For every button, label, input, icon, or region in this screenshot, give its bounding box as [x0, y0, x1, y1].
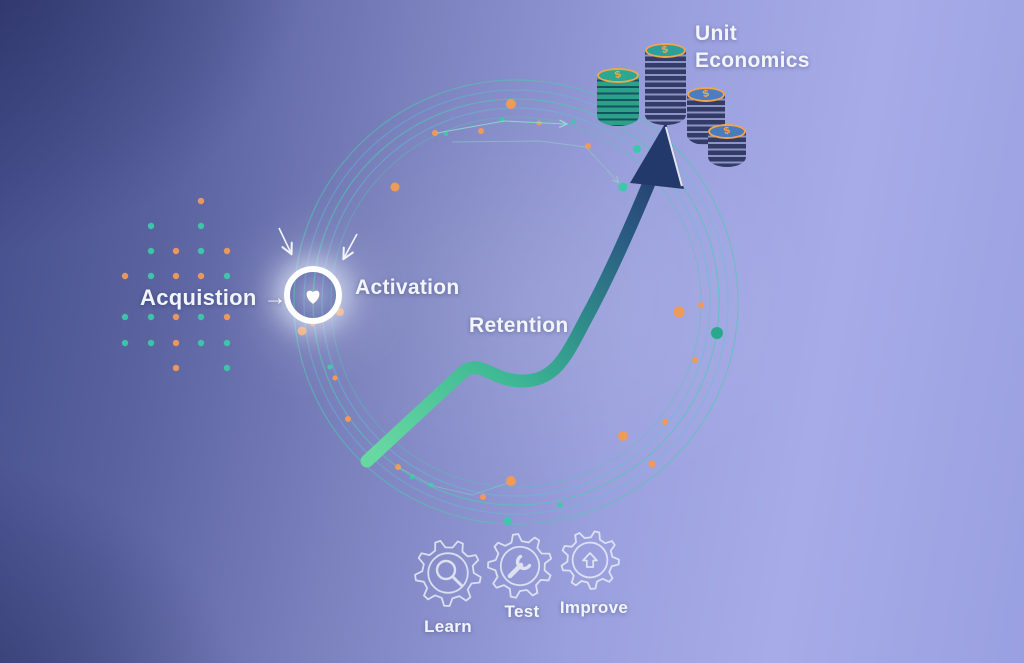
growth-arrowhead-icon — [630, 122, 684, 189]
coin-stack-tall: $ — [645, 43, 686, 125]
loop-dot — [504, 517, 512, 525]
gear-outline — [487, 533, 553, 599]
learn-label: Learn — [424, 617, 472, 636]
grid-dot — [147, 247, 155, 255]
loop-dot — [428, 482, 434, 488]
test-label: Test — [504, 602, 540, 621]
grid-dot — [172, 272, 180, 280]
grid-dot — [223, 272, 231, 280]
activation-label: Activation — [355, 276, 460, 299]
gear-rim — [427, 552, 469, 594]
gear-rim — [571, 541, 609, 579]
loop-dot — [432, 130, 438, 136]
grid-dot — [172, 247, 180, 255]
unit-economics-line2: Economics — [695, 49, 810, 72]
loop-dot — [585, 143, 591, 149]
coin-top-face: $ — [687, 87, 725, 102]
gear-teeth — [414, 539, 482, 607]
loop-dot — [327, 364, 333, 370]
inward-arrow-right-icon — [344, 233, 358, 258]
loop-dot — [698, 302, 704, 308]
loop-dot — [557, 502, 563, 508]
grid-dot — [172, 313, 180, 321]
loop-dot — [395, 464, 401, 470]
loop-dot — [409, 474, 415, 480]
acquisition-label: Acquistion→ — [140, 284, 287, 311]
dollar-icon: $ — [701, 88, 711, 101]
coin-stack-short: $ — [708, 124, 746, 167]
dot-grid — [121, 197, 231, 372]
loop-dot — [336, 308, 344, 316]
loop-dot — [480, 494, 486, 500]
flow-lines — [397, 121, 618, 496]
grid-dot — [223, 313, 231, 321]
loop-dot — [618, 182, 628, 192]
grid-dot — [147, 313, 155, 321]
activation-heart-badge — [284, 266, 342, 324]
coin-top-face: $ — [708, 124, 746, 139]
dollar-icon: $ — [722, 125, 732, 138]
arrowhead-highlight — [664, 126, 684, 187]
loop-dot — [633, 145, 641, 153]
grid-dot — [197, 272, 205, 280]
unit-economics-label: Unit Economics — [695, 20, 810, 74]
up-arrow-gear-icon — [560, 530, 620, 590]
grid-dot — [172, 339, 180, 347]
coin-stack-body — [645, 50, 686, 125]
heart-icon — [306, 290, 320, 304]
loop-dot — [618, 431, 628, 441]
gear-rim — [499, 545, 541, 587]
gear-outline — [560, 530, 620, 590]
loop-dot — [692, 357, 698, 363]
inward-arrows — [278, 227, 358, 258]
loop-dots — [297, 99, 723, 525]
grid-dot — [197, 313, 205, 321]
loop-dot — [478, 128, 484, 134]
retention-label: Retention — [469, 314, 569, 337]
coin-stack-body — [597, 75, 639, 126]
wrench-gear-icon — [487, 533, 553, 599]
loop-dot — [673, 306, 685, 318]
gear-outline — [414, 539, 482, 607]
coin-top-face: $ — [597, 68, 639, 83]
grid-dot — [223, 247, 231, 255]
grid-dot — [147, 339, 155, 347]
loop-dot — [571, 120, 575, 124]
loop-dot — [390, 182, 400, 192]
coin-top-face: $ — [645, 43, 686, 58]
inward-arrow-left-icon — [278, 227, 291, 253]
coin-stack-green: $ — [597, 68, 639, 126]
gear-teeth — [560, 530, 620, 590]
acquisition-text: Acquistion — [140, 285, 257, 310]
magnifier-gear-icon — [414, 539, 482, 607]
grid-dot — [197, 247, 205, 255]
grid-dot — [172, 364, 180, 372]
loop-dot — [506, 476, 516, 486]
loop-dot — [711, 327, 723, 339]
gear-teeth — [487, 533, 553, 599]
right-arrow-glyph: → — [263, 284, 287, 310]
growth-curve — [360, 176, 656, 468]
grid-dot — [197, 222, 205, 230]
loop-dot — [506, 99, 516, 109]
grid-dot — [197, 197, 205, 205]
grid-dot — [121, 313, 129, 321]
unit-economics-line1: Unit — [695, 22, 738, 45]
loop-dot — [345, 416, 351, 422]
loop-dot — [648, 460, 656, 468]
loop-dot — [332, 375, 338, 381]
grid-dot — [121, 339, 129, 347]
grid-dot — [197, 339, 205, 347]
dollar-icon: $ — [613, 69, 623, 82]
loop-dot — [444, 132, 448, 136]
grid-dot — [121, 272, 129, 280]
loop-dot — [297, 326, 307, 336]
grid-dot — [147, 272, 155, 280]
grid-dot — [223, 339, 231, 347]
grid-dot — [223, 364, 231, 372]
grid-dot — [147, 222, 155, 230]
dollar-icon: $ — [661, 44, 670, 57]
loop-dot — [662, 419, 668, 425]
improve-label: Improve — [559, 598, 629, 617]
